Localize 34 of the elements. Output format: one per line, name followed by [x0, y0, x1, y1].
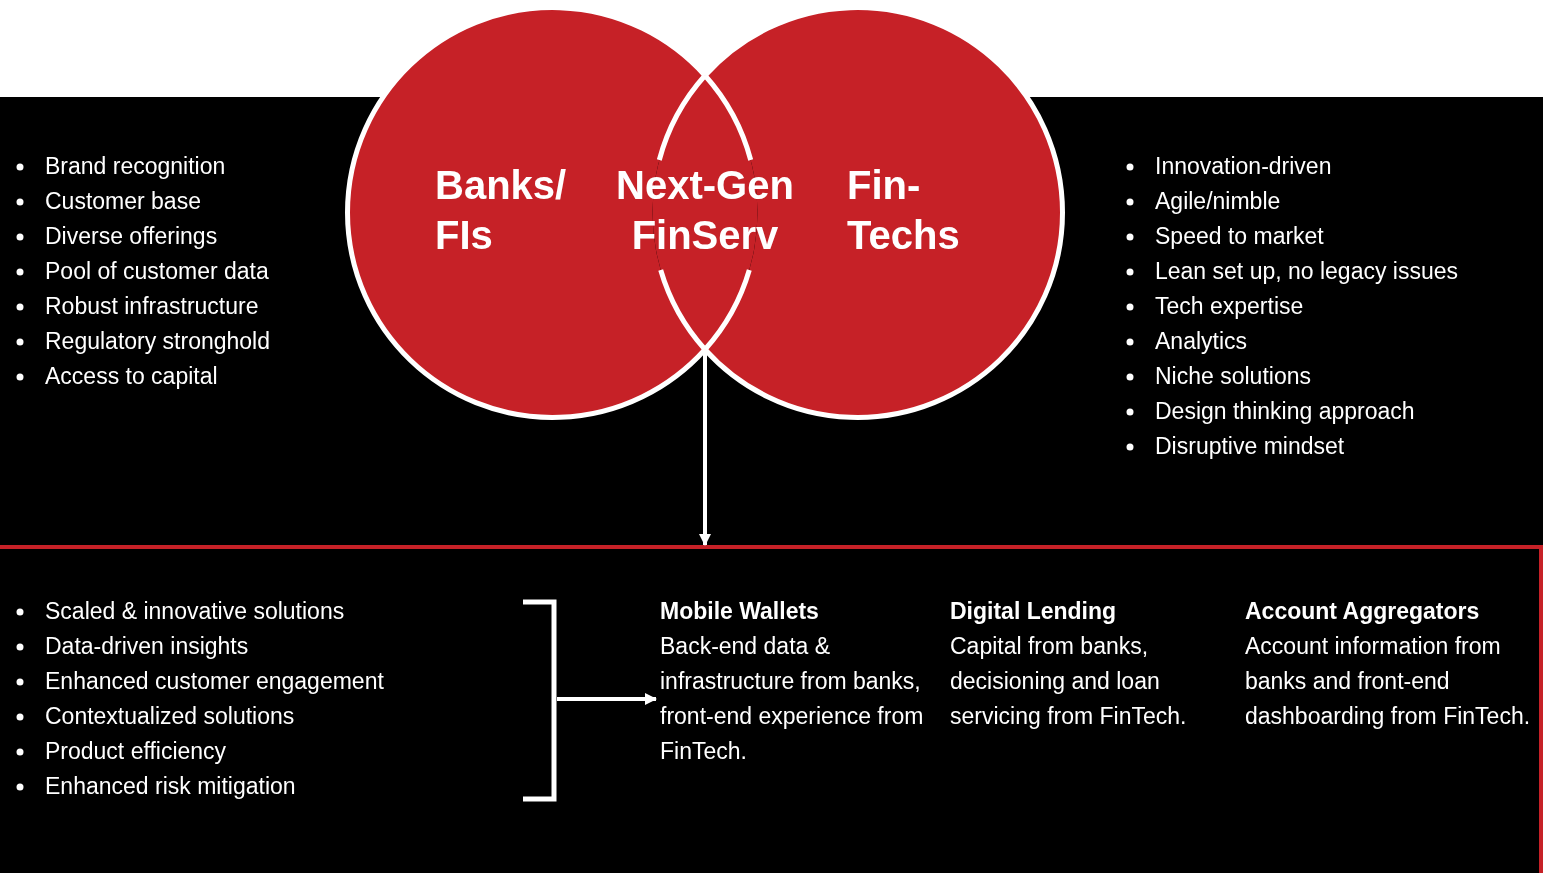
overlap-label: Next-Gen FinServ — [615, 162, 795, 259]
list-item: Diverse offerings — [45, 223, 218, 249]
list-item: Regulatory stronghold — [45, 328, 271, 354]
list-item: Brand recognition — [45, 153, 226, 179]
column-text: Account information from banks and front-end dashboarding from FinTech. — [1245, 632, 1532, 731]
list-item: Data-driven insights — [45, 633, 249, 659]
circle-label: Fin-Techs — [847, 162, 961, 259]
column-heading: Account Aggregators — [1245, 597, 1481, 626]
list-item: Innovation-driven — [1155, 153, 1332, 179]
list-item: Scaled & innovative solutions — [45, 598, 345, 624]
panel — [0, 545, 1543, 873]
arrow — [557, 693, 657, 705]
column-text: Capital from banks, decisioning and loan servicing from FinTech. — [950, 632, 1188, 731]
arrow — [699, 352, 711, 546]
list-item: Tech expertise — [1155, 293, 1304, 319]
list-item: Design thinking approach — [1155, 398, 1415, 424]
list-item: Disruptive mindset — [1155, 433, 1345, 459]
list-item: Lean set up, no legacy issues — [1155, 258, 1459, 284]
list-item: Agile/nimble — [1155, 188, 1281, 214]
list-item: Customer base — [45, 188, 201, 214]
list-item: Niche solutions — [1155, 363, 1311, 389]
list-item: Analytics — [1155, 328, 1248, 354]
column-heading: Mobile Wallets — [660, 597, 820, 626]
list-item: Enhanced risk mitigation — [45, 773, 296, 799]
list-item: Pool of customer data — [45, 258, 269, 284]
circle-label: Banks/ FIs — [435, 162, 568, 259]
list-item: Contextualized solutions — [45, 703, 295, 729]
list-item: Product efficiency — [45, 738, 227, 764]
column-heading: Digital Lending — [950, 597, 1118, 626]
list-item: Robust infrastructure — [45, 293, 259, 319]
column-text: Back-end data & infrastructure from banks, front-end experience from FinTech. — [660, 632, 925, 766]
list-item: Speed to market — [1155, 223, 1324, 249]
list-item: Access to capital — [45, 363, 218, 389]
list-item: Enhanced customer engagement — [45, 668, 384, 694]
